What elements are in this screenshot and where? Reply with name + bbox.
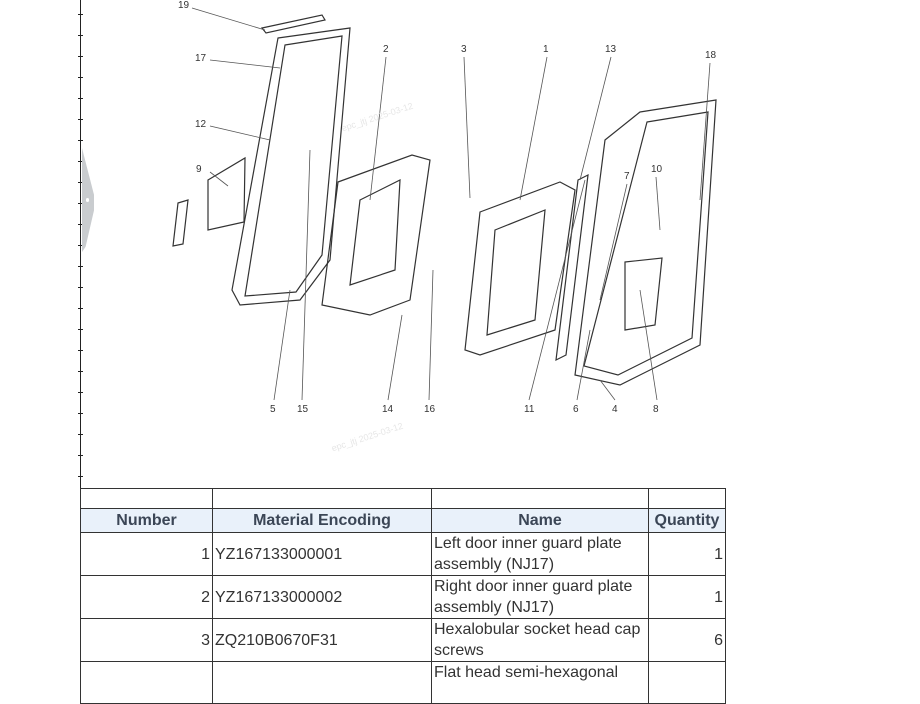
page-edge-rule xyxy=(80,0,81,680)
header-material-encoding: Material Encoding xyxy=(212,508,432,533)
rule-tick xyxy=(78,476,83,477)
cell-qty: 6 xyxy=(648,618,726,662)
rule-tick xyxy=(78,350,83,351)
cell-number: 3 xyxy=(80,618,213,662)
glass-9 xyxy=(207,156,246,231)
rule-tick xyxy=(78,245,83,246)
rule-tick xyxy=(78,266,83,267)
cell-code: YZ167133000002 xyxy=(212,575,432,619)
callout-label: 13 xyxy=(605,44,617,55)
rule-tick xyxy=(78,56,83,57)
rule-tick xyxy=(78,392,83,393)
rule-tick xyxy=(78,35,83,36)
cell-name: Left door inner guard plate assembly (NJ… xyxy=(431,532,649,576)
callout-label: 17 xyxy=(195,53,207,64)
seal-strip-19 xyxy=(260,14,326,34)
exploded-door-diagram xyxy=(172,7,717,401)
rule-tick xyxy=(78,182,83,183)
callout-label: 4 xyxy=(612,404,618,415)
left-door-frame xyxy=(231,27,351,306)
rule-tick xyxy=(78,455,83,456)
callout-label: 3 xyxy=(461,44,467,55)
rule-tick xyxy=(78,98,83,99)
right-door-frame xyxy=(574,99,717,386)
table-row: Flat head semi-hexagonal xyxy=(80,661,726,704)
cell-code: ZQ210B0670F31 xyxy=(212,618,432,662)
rule-tick xyxy=(78,434,83,435)
cell-number xyxy=(80,661,213,704)
rule-tick xyxy=(78,161,83,162)
cell-code xyxy=(212,661,432,704)
callout-label: 10 xyxy=(651,164,663,175)
cell-code: YZ167133000001 xyxy=(212,532,432,576)
header-quantity: Quantity xyxy=(648,508,726,533)
callout-label: 8 xyxy=(653,404,659,415)
cell-number: 2 xyxy=(80,575,213,619)
rule-tick xyxy=(78,371,83,372)
callout-label: 12 xyxy=(195,119,207,130)
part-small-oval xyxy=(172,199,189,247)
table-row: 3 ZQ210B0670F31 Hexalobular socket head … xyxy=(80,618,726,662)
rule-tick xyxy=(78,308,83,309)
rule-tick xyxy=(78,119,83,120)
callout-label: 7 xyxy=(624,171,630,182)
cell-name: Hexalobular socket head cap screws xyxy=(431,618,649,662)
table-row: 2 YZ167133000002 Right door inner guard … xyxy=(80,575,726,619)
cell-name: Right door inner guard plate assembly (N… xyxy=(431,575,649,619)
rule-tick xyxy=(78,329,83,330)
inner-panel-2 xyxy=(321,154,431,316)
callout-label: 2 xyxy=(383,44,389,55)
parts-table: Number Material Encoding Name Quantity 1… xyxy=(80,488,726,704)
rule-tick xyxy=(78,14,83,15)
callout-label: 19 xyxy=(178,0,190,11)
rule-tick xyxy=(78,287,83,288)
table-spacer-row xyxy=(80,488,726,509)
rule-tick xyxy=(78,224,83,225)
rule-tick xyxy=(78,203,83,204)
callout-label: 6 xyxy=(573,404,579,415)
cell-qty: 1 xyxy=(648,575,726,619)
table-header-row: Number Material Encoding Name Quantity xyxy=(80,508,726,533)
header-number: Number xyxy=(80,508,213,533)
callout-label: 16 xyxy=(424,404,436,415)
header-name: Name xyxy=(431,508,649,533)
callout-label: 9 xyxy=(196,164,202,175)
callout-label: 1 xyxy=(543,44,549,55)
table-row: 1 YZ167133000001 Left door inner guard p… xyxy=(80,532,726,576)
callout-label: 14 xyxy=(382,404,394,415)
cell-qty xyxy=(648,661,726,704)
cell-name: Flat head semi-hexagonal xyxy=(431,661,649,704)
rule-tick xyxy=(78,413,83,414)
callout-label: 5 xyxy=(270,404,276,415)
strip-13 xyxy=(555,173,589,362)
rule-tick xyxy=(78,77,83,78)
inner-panel-1 xyxy=(464,181,576,356)
callout-label: 15 xyxy=(297,404,309,415)
rule-tick xyxy=(78,140,83,141)
cell-qty: 1 xyxy=(648,532,726,576)
callout-label: 18 xyxy=(705,50,717,61)
cell-number: 1 xyxy=(80,532,213,576)
callout-label: 11 xyxy=(524,404,535,415)
